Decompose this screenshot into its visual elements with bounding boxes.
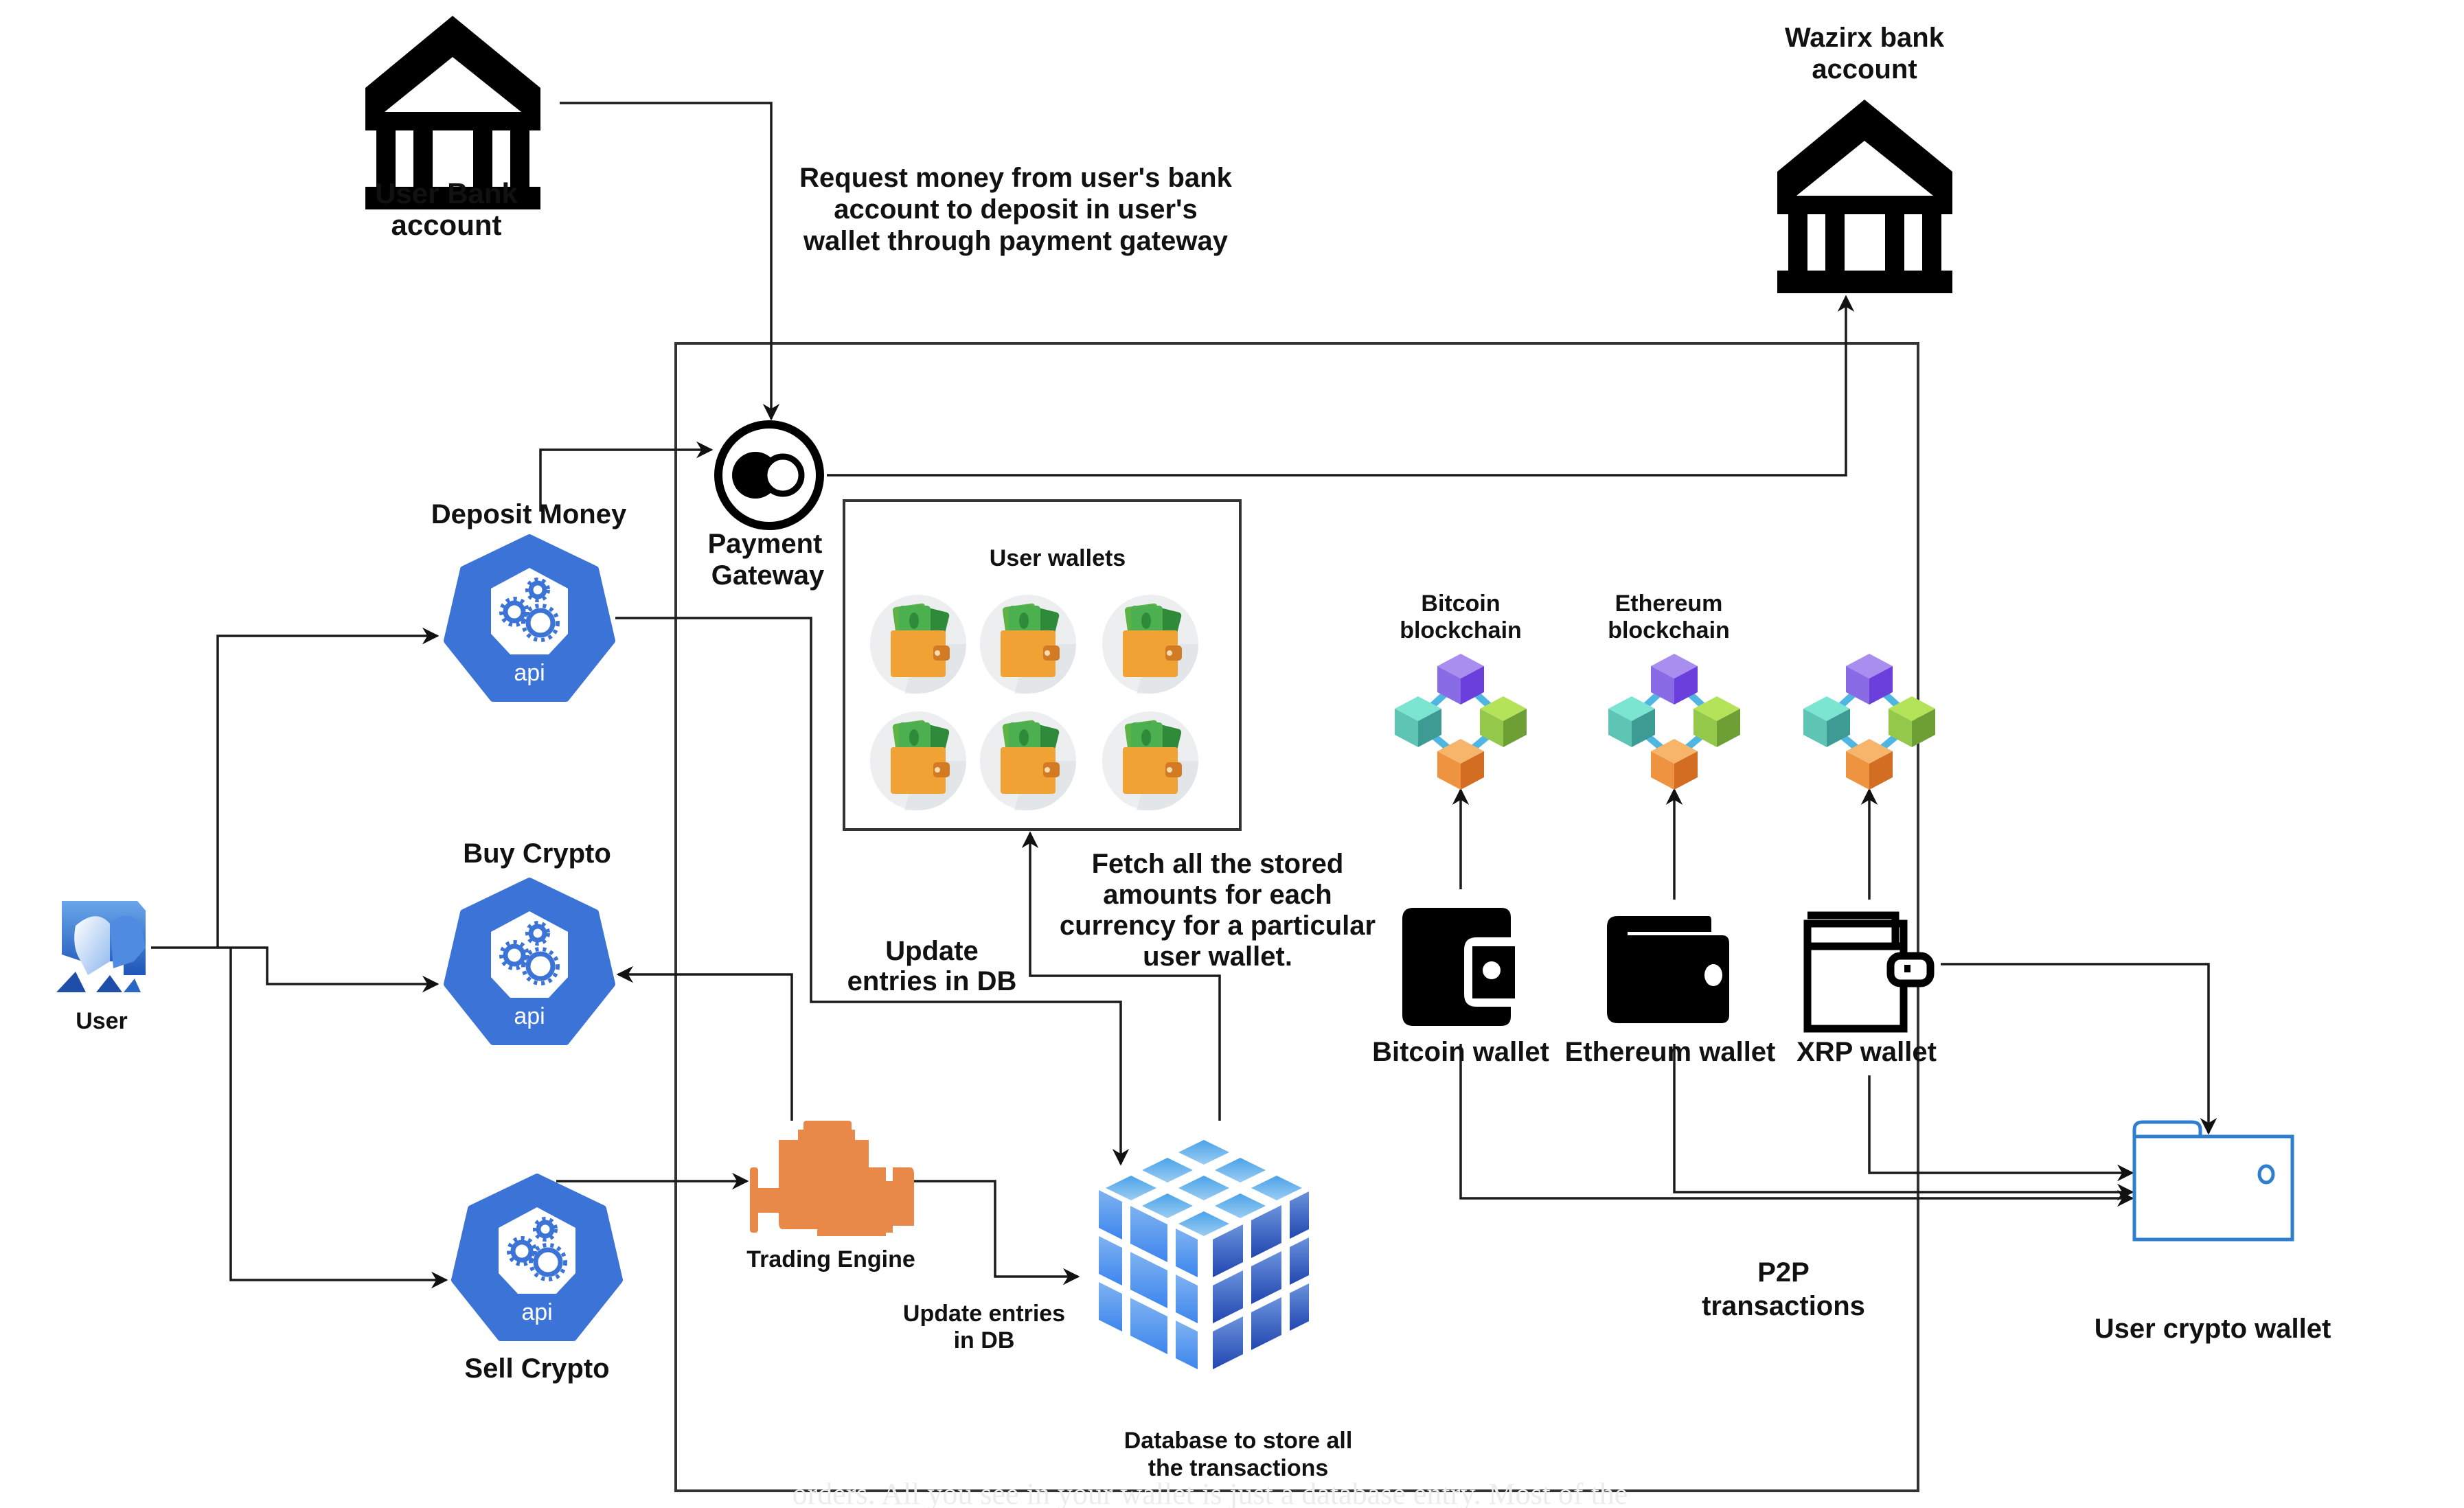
update-entries-upper: Update entries in DB bbox=[847, 936, 1017, 996]
user-node[interactable]: User bbox=[56, 901, 146, 1034]
user-wallets-group[interactable]: User wallets bbox=[843, 499, 1242, 831]
edge-gateway-to-wazirx bbox=[827, 295, 1855, 477]
database-node[interactable]: Database to store all the transactions bbox=[1099, 1140, 1352, 1481]
api-gears-icon bbox=[447, 538, 612, 698]
annotation-line: currency for a particular bbox=[1060, 911, 1376, 941]
blockchain-icon bbox=[1803, 654, 1935, 790]
ethereum-wallet-label: Ethereum wallet bbox=[1565, 1037, 1776, 1067]
annotation-line: entries in DB bbox=[847, 966, 1017, 996]
bitcoin-wallet-node[interactable]: Bitcoin wallet bbox=[1372, 908, 1549, 1067]
user-bank-label-1: User Bank bbox=[375, 177, 518, 209]
payment-gateway-icon bbox=[714, 420, 824, 530]
money-wallet-icon bbox=[980, 595, 1076, 694]
money-wallet-icon bbox=[870, 595, 966, 694]
annotation-line: Request money from user's bank bbox=[799, 163, 1232, 193]
blockchain-label: blockchain bbox=[1608, 617, 1730, 643]
annotation-line: user wallet. bbox=[1143, 941, 1292, 972]
user-label: User bbox=[76, 1008, 128, 1034]
wallet-outline-icon bbox=[1803, 911, 1935, 1033]
edge-eth-p2p bbox=[1673, 1044, 2134, 1201]
annotation-line: account to deposit in user's bbox=[834, 194, 1198, 225]
api-gears-icon bbox=[455, 1177, 619, 1338]
payment-gateway-node[interactable]: Payment Gateway bbox=[708, 420, 825, 591]
blockchain-icon bbox=[1608, 654, 1740, 790]
ghost-caption: orders. All you see in your wallet is ju… bbox=[792, 1477, 1628, 1508]
api-gears-icon bbox=[447, 881, 612, 1042]
edge-user-to-deposit bbox=[151, 627, 440, 949]
fetch-amounts-annotation: Fetch all the stored amounts for each cu… bbox=[1060, 849, 1376, 972]
wallet-outline-icon bbox=[2132, 1120, 2294, 1242]
wallet-clasp bbox=[1904, 965, 1910, 972]
edge-user-to-sell bbox=[229, 948, 448, 1289]
ethereum-blockchain-node[interactable]: Ethereum blockchain bbox=[1608, 591, 1740, 790]
user-bank-node[interactable]: User Bank account bbox=[365, 16, 540, 241]
xrp-wallet-node[interactable]: XRP wallet bbox=[1796, 911, 1937, 1067]
money-wallet-icon bbox=[1102, 711, 1198, 810]
annotation-line: in DB bbox=[954, 1327, 1015, 1353]
money-wallet-icon bbox=[870, 711, 966, 810]
annotation-line: P2P bbox=[1757, 1257, 1810, 1288]
wallet-icon bbox=[1402, 908, 1515, 1026]
wazirx-bank-label-2: account bbox=[1812, 54, 1917, 84]
money-wallet-icon bbox=[1102, 595, 1198, 694]
annotation-line: Update bbox=[885, 936, 979, 966]
annotation-line: amounts for each bbox=[1103, 880, 1332, 910]
edge-bank-to-gateway bbox=[560, 102, 780, 421]
edge-user-to-buy bbox=[218, 946, 440, 993]
xrp-wallet-label: XRP wallet bbox=[1796, 1037, 1937, 1067]
bitcoin-wallet-label: Bitcoin wallet bbox=[1372, 1037, 1549, 1067]
bank-icon bbox=[1777, 100, 1952, 293]
annotation-line: transactions bbox=[1702, 1291, 1865, 1321]
payment-gateway-label-2: Gateway bbox=[711, 560, 825, 591]
payment-gateway-label-1: Payment bbox=[708, 529, 823, 559]
sell-crypto-label: Sell Crypto bbox=[464, 1353, 609, 1384]
user-wallets-box bbox=[843, 499, 1242, 831]
p2p-annotation: P2P transactions bbox=[1702, 1257, 1865, 1321]
annotation-line: Fetch all the stored bbox=[1092, 849, 1344, 879]
annotation-line: Update entries bbox=[903, 1301, 1065, 1327]
buy-crypto-api-node[interactable]: Buy Crypto bbox=[447, 838, 612, 1042]
database-cube-icon bbox=[1099, 1140, 1309, 1369]
blockchain-label: blockchain bbox=[1400, 617, 1522, 643]
edge-btc-p2p bbox=[1459, 1044, 2134, 1207]
bitcoin-blockchain-node[interactable]: Bitcoin blockchain bbox=[1395, 591, 1527, 790]
exchange-boundary bbox=[674, 342, 1919, 1492]
user-bank-label-2: account bbox=[391, 209, 501, 241]
user-group-icon bbox=[56, 901, 146, 992]
blockchain-label: Bitcoin bbox=[1421, 591, 1500, 617]
database-label-2: the transactions bbox=[1148, 1455, 1329, 1481]
money-wallet-icon bbox=[980, 711, 1076, 810]
update-entries-lower: Update entries in DB bbox=[903, 1301, 1065, 1353]
buy-crypto-label: Buy Crypto bbox=[463, 838, 611, 869]
deposit-money-label: Deposit Money bbox=[431, 499, 627, 529]
trading-engine-node[interactable]: Trading Engine bbox=[746, 1121, 915, 1272]
wallet-icon bbox=[1607, 916, 1729, 1023]
request-money-annotation: Request money from user's bank account t… bbox=[799, 163, 1232, 256]
blockchain-label: Ethereum bbox=[1615, 591, 1723, 617]
engine-icon bbox=[750, 1121, 914, 1236]
sell-crypto-api-node[interactable]: Sell Crypto bbox=[455, 1177, 619, 1384]
blockchain-icon bbox=[1395, 654, 1527, 790]
edge-xrp-p2p bbox=[1868, 1075, 2134, 1182]
deposit-money-api-node[interactable]: Deposit Money bbox=[431, 499, 627, 698]
edge-engine-to-db bbox=[914, 1180, 1080, 1286]
connectors bbox=[151, 102, 2217, 1289]
user-wallets-title: User wallets bbox=[990, 545, 1126, 571]
user-crypto-wallet-label: User crypto wallet bbox=[2095, 1314, 2331, 1344]
database-label-1: Database to store all bbox=[1124, 1428, 1353, 1454]
annotation-line: wallet through payment gateway bbox=[803, 226, 1229, 256]
wazirx-bank-label-1: Wazirx bank bbox=[1785, 23, 1945, 53]
edge-engine-to-buy bbox=[616, 966, 793, 1121]
xrp-blockchain-node[interactable] bbox=[1803, 654, 1935, 790]
ethereum-wallet-node[interactable]: Ethereum wallet bbox=[1565, 916, 1776, 1067]
edge-deposit-to-gateway bbox=[539, 441, 714, 512]
edge-deposit-to-db bbox=[615, 617, 1130, 1166]
edge-db-to-wallets bbox=[1021, 831, 1221, 1121]
trading-engine-label: Trading Engine bbox=[746, 1246, 915, 1272]
user-crypto-wallet-node[interactable]: User crypto wallet bbox=[2095, 1120, 2331, 1344]
wazirx-bank-node[interactable]: Wazirx bank account bbox=[1777, 23, 1952, 293]
edge-xrp-to-user-wallet bbox=[1941, 963, 2217, 1135]
